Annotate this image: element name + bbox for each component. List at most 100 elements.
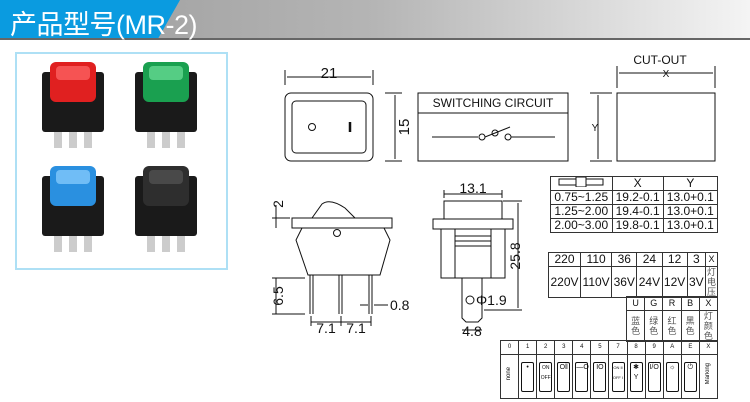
table-cell: X: [611, 176, 664, 191]
table-cell: Marking: [698, 354, 719, 399]
front-view: [284, 70, 402, 162]
page-title: 产品型号(MR-2): [10, 10, 197, 40]
marking-symbol: ⏻: [683, 361, 697, 392]
tab-width-dim: 4.8: [462, 323, 482, 339]
table-cell: 黑色: [680, 310, 700, 342]
switch-photo-green: [135, 62, 197, 148]
table-cell: 36: [611, 252, 638, 267]
table-cell: 12: [661, 252, 688, 267]
table-cell: 13.0+0.1: [662, 218, 719, 233]
table-cell: 绿色: [644, 310, 664, 342]
table-cell: 110: [580, 252, 613, 267]
table-cell: R: [662, 296, 682, 311]
circuit-title: SWITCHING CIRCUIT: [433, 96, 554, 110]
table-cell: 0.75~1.25: [550, 190, 613, 205]
panel-thickness-icon: [550, 176, 613, 191]
table-cell: none: [499, 354, 520, 399]
table-cell: 红色: [662, 310, 682, 342]
end-view: [432, 190, 522, 331]
cell-text: Marking: [704, 362, 711, 385]
table-cell: 24: [636, 252, 663, 267]
marking-symbol: ☼: [665, 361, 679, 392]
table-cell: 13.0+0.1: [662, 204, 719, 219]
switch-photo-blue: [42, 166, 104, 252]
table-cell: 1: [518, 340, 538, 355]
table-cell: —O: [572, 354, 592, 399]
switch-photo-black: [135, 166, 197, 252]
table-cell: 110V: [580, 266, 613, 298]
table-cell: U: [625, 296, 646, 311]
pin-width-dim: 0.8: [390, 297, 410, 313]
table-cell: 5: [590, 340, 610, 355]
table-cell: 19.2-0.1: [611, 190, 664, 205]
table-cell: I/O: [644, 354, 664, 399]
table-cell: 3V: [686, 266, 706, 298]
marking-symbol: ON II OFF I: [611, 361, 625, 392]
table-row: 蓝色绿色红色黑色灯颜色: [625, 310, 719, 342]
side-view: [272, 201, 393, 326]
table-cell: 7: [608, 340, 628, 355]
title-banner: 产品型号(MR-2): [0, 0, 750, 40]
table-cell: O‖: [554, 354, 574, 399]
pitch2-dim: 7.1: [346, 320, 366, 336]
table-cell: 12V: [661, 266, 688, 298]
switching-circuit: [417, 92, 569, 162]
marking-symbol: —O: [575, 361, 589, 392]
table-cell: X: [698, 296, 719, 311]
end-width-dim: 13.1: [459, 180, 486, 196]
table-cell: Y: [662, 176, 719, 191]
marking-symbol: I/O: [647, 361, 661, 392]
table-cell: ⏻: [680, 354, 700, 399]
end-height-dim: 25.8: [507, 242, 523, 269]
front-width-dim: 21: [321, 65, 338, 82]
table-cell: E: [680, 340, 700, 355]
table-cell: ON OFF: [536, 354, 556, 399]
table-cell: 24V: [636, 266, 663, 298]
table-cell: G: [644, 296, 664, 311]
table-cell: ✱ Y: [626, 354, 646, 399]
hole-dim: Φ1.9: [476, 292, 507, 308]
table-cell: 36V: [611, 266, 638, 298]
table-cell: ON II OFF I: [608, 354, 628, 399]
cutout-title: CUT-OUT: [633, 53, 687, 67]
table-cell: IO: [590, 354, 610, 399]
table-cell: X: [698, 340, 719, 355]
cell-text: none: [506, 366, 513, 381]
table-row: none • ON OFF O‖ —O IO ON II OFF I ✱ Y I…: [499, 354, 719, 399]
table-cell: B: [680, 296, 700, 311]
table-cell: 2.00~3.00: [550, 218, 613, 233]
table-cell: 220: [547, 252, 582, 267]
table-cell: 8: [626, 340, 646, 355]
table-cell: 220V: [547, 266, 582, 298]
table-cell: 4: [572, 340, 592, 355]
table-cell: X: [704, 252, 719, 267]
table-cell: A: [662, 340, 682, 355]
table-cell: 灯颜色: [698, 310, 719, 342]
table-cell: 1.25~2.00: [550, 204, 613, 219]
table-cell: 3: [686, 252, 706, 267]
rocker-height-dim: 2: [270, 200, 286, 208]
cutout-y-label: Y: [592, 123, 599, 134]
table-cell: 9: [644, 340, 664, 355]
front-height-dim: 15: [396, 119, 413, 136]
marking-symbol: •: [521, 361, 535, 392]
marking-symbol: ON OFF: [539, 361, 553, 392]
table-cell: 0: [499, 340, 520, 355]
table-cell: •: [518, 354, 538, 399]
table-cell: 19.8-0.1: [611, 218, 664, 233]
marking-symbol: ✱ Y: [629, 361, 643, 392]
table-cell: ☼: [662, 354, 682, 399]
table-cell: 蓝色: [625, 310, 646, 342]
marking-symbol: IO: [593, 361, 607, 392]
